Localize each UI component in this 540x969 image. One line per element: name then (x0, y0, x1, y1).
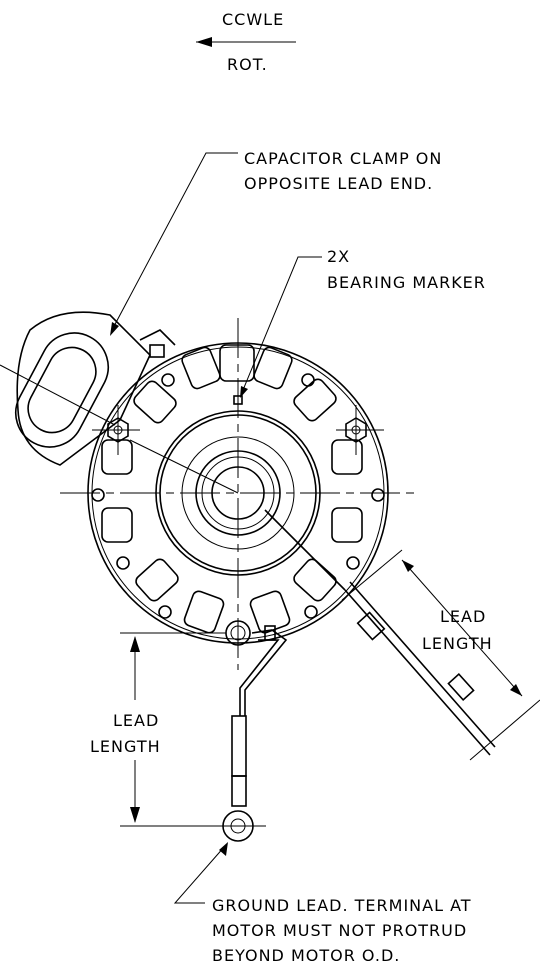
lead-left-arrow-top (130, 636, 140, 652)
ground-note-line1: GROUND LEAD. TERMINAL AT (212, 896, 472, 915)
capacitor-note-line2: OPPOSITE LEAD END. (244, 174, 433, 193)
rotation-arrow-head (196, 37, 212, 47)
bearing-callout: 2X BEARING MARKER (240, 247, 486, 398)
rotation-indicator: CCWLE ROT. (196, 10, 296, 74)
lead-right-label-line1: LEAD (440, 607, 486, 626)
bearing-note-line1: 2X (327, 247, 350, 266)
lead-right-arrow-bottom (510, 684, 522, 696)
ground-lead (210, 620, 288, 842)
lead-right-arrow-top (402, 560, 414, 572)
lead-left-dimension: LEAD LENGTH (90, 632, 226, 827)
ground-note-line2: MOTOR MUST NOT PROTRUD (212, 921, 467, 940)
ground-note-line3: BEYOND MOTOR O.D. (212, 946, 400, 965)
capacitor-leader-arrow (110, 322, 119, 336)
lead-right: LEAD LENGTH (264, 509, 540, 761)
lead-left-label-line2: LENGTH (90, 737, 161, 756)
capacitor-callout: CAPACITOR CLAMP ON OPPOSITE LEAD END. (110, 149, 442, 336)
bearing-leader-arrow (240, 386, 248, 398)
ground-callout: GROUND LEAD. TERMINAL AT MOTOR MUST NOT … (173, 842, 472, 965)
bearing-note-line2: BEARING MARKER (327, 273, 486, 292)
lead-left-label-line1: LEAD (113, 711, 159, 730)
lead-right-label-line2: LENGTH (422, 634, 493, 653)
rotation-direction-label: CCWLE (222, 10, 284, 29)
lead-left-arrow-bottom (130, 807, 140, 823)
capacitor-note-line1: CAPACITOR CLAMP ON (244, 149, 442, 168)
motor-end-view (0, 311, 420, 670)
ground-leader-arrow (219, 842, 228, 856)
rotation-label: ROT. (227, 55, 268, 74)
